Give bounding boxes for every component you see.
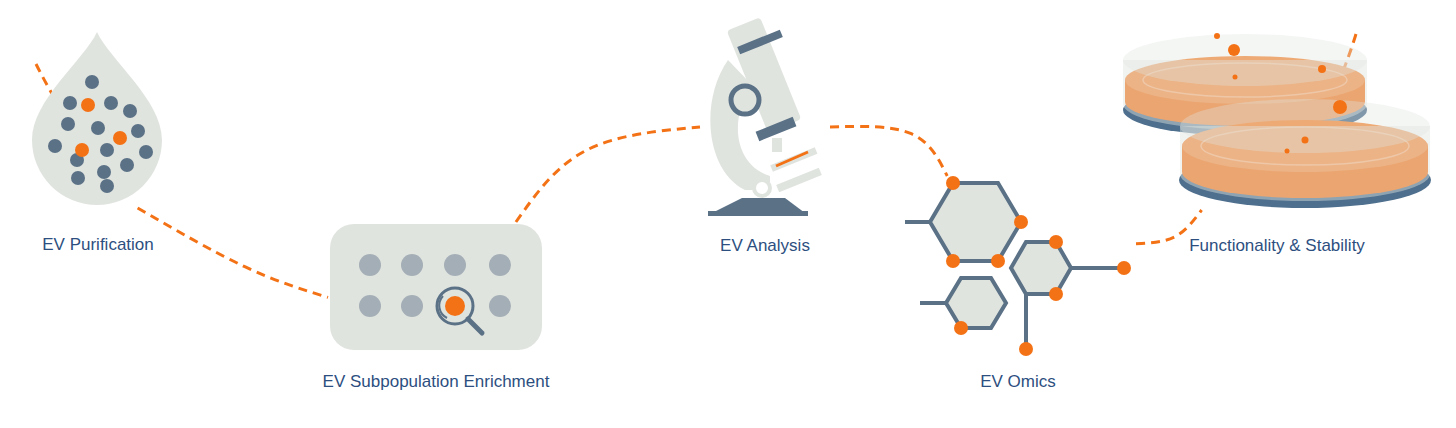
analysis-stage: EV Analysis	[700, 20, 830, 218]
droplet-icon	[75, 143, 89, 157]
microscope-icon	[727, 17, 802, 132]
stage-label: EV Omics	[980, 372, 1056, 392]
droplet-icon	[75, 98, 127, 157]
petri-dish-icon	[1180, 99, 1430, 153]
plate-icon	[401, 295, 423, 317]
petri-dish-icon	[1214, 33, 1220, 39]
molecule-atom	[1014, 215, 1028, 229]
droplet-icon	[139, 145, 153, 159]
plate-icon	[489, 254, 511, 276]
petri-dish-icon	[1233, 75, 1238, 80]
petri-dish-icon	[1214, 33, 1347, 154]
droplet-icon	[100, 143, 114, 157]
molecule-atom	[1117, 261, 1131, 275]
plate-icon	[444, 254, 466, 276]
droplet-icon	[48, 139, 62, 153]
droplet-icon	[71, 171, 85, 185]
plate-icon	[359, 254, 381, 276]
microscope-icon	[708, 211, 808, 216]
petri-dish-icon	[1302, 137, 1309, 144]
molecule-atom	[946, 176, 1131, 356]
droplet-icon	[48, 75, 153, 193]
microscope-icon	[776, 168, 822, 193]
droplet-icon	[100, 179, 114, 193]
microscope-icon	[712, 198, 805, 213]
stage-label: EV Purification	[42, 235, 154, 255]
petri-dish-icon	[1123, 33, 1431, 208]
petri-dish-icon	[1318, 65, 1326, 73]
petri-dish-icon	[1123, 34, 1367, 86]
droplet-icon	[91, 121, 105, 135]
molecule-atom	[1019, 342, 1033, 356]
microscope-icon	[770, 147, 817, 171]
droplet-icon	[104, 96, 118, 110]
molecule-icon	[1071, 266, 1122, 270]
dashed-connector	[830, 126, 947, 176]
droplet-icon	[131, 124, 145, 138]
omics-stage: EV Omics	[900, 176, 1136, 354]
droplet-icon	[85, 75, 99, 89]
plate-icon	[489, 295, 511, 317]
microscope-icon	[731, 86, 759, 114]
plate-icon	[439, 296, 447, 318]
microscope-icon	[772, 138, 782, 152]
microscope-icon	[756, 117, 797, 141]
functionality-stage: Functionality & Stability	[1120, 28, 1434, 210]
molecule-icon	[1024, 294, 1028, 346]
stage-label: EV Subpopulation Enrichment	[323, 372, 550, 392]
molecule-atom	[946, 176, 960, 190]
petri-dish-icon	[1333, 100, 1347, 114]
molecule-icon	[905, 183, 1122, 346]
molecule-icon	[905, 220, 931, 224]
microscope-icon	[708, 17, 822, 216]
enrichment-stage: EV Subpopulation Enrichment	[328, 222, 544, 352]
dashed-connector	[516, 127, 700, 222]
microscope-icon	[776, 152, 808, 166]
droplet-icon	[97, 165, 111, 179]
microscope-icon	[737, 30, 783, 55]
plate-icon	[359, 254, 511, 317]
molecule-icon	[1011, 242, 1071, 294]
molecule-atom	[946, 254, 960, 268]
molecule-icon	[930, 183, 1021, 261]
stage-label: EV Analysis	[720, 236, 810, 256]
dashed-connector	[138, 208, 328, 297]
plate-icon	[330, 224, 542, 350]
droplet-icon	[113, 131, 127, 145]
droplet-icon	[32, 32, 162, 205]
plate-icon	[445, 296, 465, 316]
plate-icon	[468, 319, 482, 333]
molecule-atom	[1049, 235, 1063, 249]
molecule-icon	[920, 301, 945, 305]
microscope-icon	[754, 180, 770, 196]
plate-icon	[330, 224, 542, 350]
plate-icon	[359, 295, 381, 317]
droplet-icon	[32, 32, 162, 205]
droplet-icon	[61, 117, 75, 131]
petri-dish-icon	[1285, 149, 1290, 154]
droplet-icon	[120, 158, 134, 172]
petri-dish-icon	[1228, 44, 1240, 56]
droplet-icon	[63, 96, 77, 110]
droplet-icon	[123, 104, 137, 118]
molecule-atom	[1049, 287, 1063, 301]
plate-icon	[401, 254, 423, 276]
molecule-icon	[946, 278, 1006, 328]
molecule-atom	[954, 321, 968, 335]
purification-stage: EV Purification	[32, 30, 164, 208]
stage-label: Functionality & Stability	[1189, 236, 1365, 256]
molecule-atom	[991, 254, 1005, 268]
droplet-icon	[81, 98, 95, 112]
